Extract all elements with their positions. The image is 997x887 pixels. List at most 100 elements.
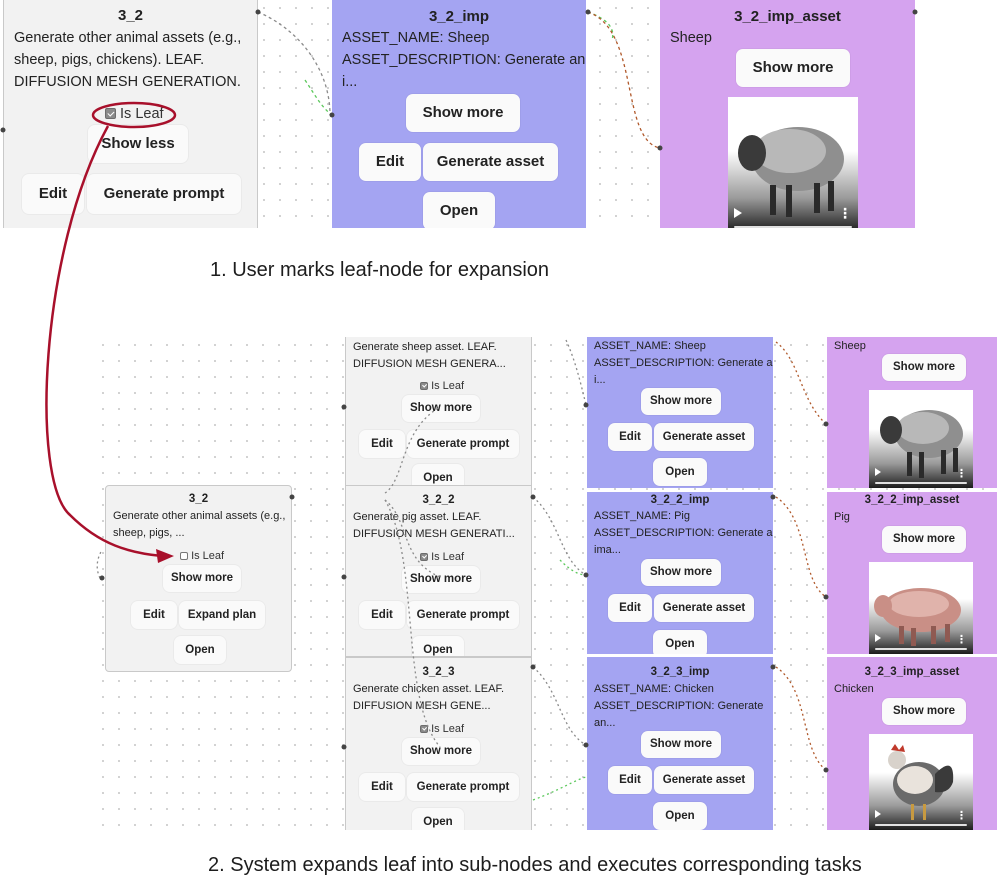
edit-button[interactable]: Edit <box>22 174 84 214</box>
edit-button[interactable]: Edit <box>359 773 405 801</box>
is-leaf-checkbox[interactable]: Is Leaf <box>420 380 464 392</box>
is-leaf-label: Is Leaf <box>431 380 465 392</box>
node-description-line: ASSET_DESCRIPTION: Generate an <box>342 52 586 68</box>
edit-button[interactable]: Edit <box>608 594 652 622</box>
open-button[interactable]: Open <box>423 192 495 228</box>
edit-button[interactable]: Edit <box>359 430 405 458</box>
asset-name: Pig <box>834 511 850 523</box>
sheep-render <box>880 410 963 478</box>
node-3-2-imp[interactable]: 3_2_imp ASSET_NAME: Sheep ASSET_DESCRIPT… <box>332 0 586 228</box>
video-progress-bar[interactable] <box>734 226 852 228</box>
open-button[interactable]: Open <box>412 636 464 656</box>
asset-video-player[interactable]: ⋮ <box>869 562 973 654</box>
generate-prompt-button[interactable]: Generate prompt <box>407 773 519 801</box>
node-3-2-1-imp[interactable]: ASSET_NAME: Sheep ASSET_DESCRIPTION: Gen… <box>587 337 773 488</box>
edit-button[interactable]: Edit <box>131 601 177 629</box>
video-progress-bar[interactable] <box>875 482 967 484</box>
show-more-button[interactable]: Show more <box>882 526 966 553</box>
checkbox-icon <box>180 552 188 560</box>
node-title: 3_2_3_imp_asset <box>864 666 960 678</box>
generate-prompt-button[interactable]: Generate prompt <box>87 174 241 214</box>
play-icon[interactable] <box>734 208 742 218</box>
top-canvas: 3_2 Generate other animal assets (e.g., … <box>0 0 918 228</box>
is-leaf-label: Is Leaf <box>191 550 225 562</box>
is-leaf-label: Is Leaf <box>120 106 164 122</box>
open-button[interactable]: Open <box>653 630 707 654</box>
node-description-line: an... <box>594 717 616 729</box>
open-button[interactable]: Open <box>174 636 226 664</box>
is-leaf-checkbox[interactable]: Is Leaf <box>105 106 164 122</box>
asset-name: Sheep <box>834 340 866 352</box>
node-3-2-3[interactable]: 3_2_3 Generate chicken asset. LEAF. DIFF… <box>345 657 532 830</box>
more-vert-icon[interactable]: ⋮ <box>956 634 967 646</box>
more-vert-icon[interactable]: ⋮ <box>956 468 967 480</box>
generate-asset-button[interactable]: Generate asset <box>654 766 754 794</box>
show-more-button[interactable]: Show more <box>402 395 480 422</box>
generate-asset-button[interactable]: Generate asset <box>654 423 754 451</box>
node-3-2[interactable]: 3_2 Generate other animal assets (e.g., … <box>3 0 258 228</box>
node-3-2-2-imp-asset[interactable]: 3_2_2_imp_asset Pig Show more ⋮ <box>827 492 997 654</box>
show-more-button[interactable]: Show more <box>641 559 721 586</box>
show-less-button[interactable]: Show less <box>88 125 188 163</box>
node-description-line: ASSET_DESCRIPTION: Generate an <box>594 527 773 539</box>
node-description-line: ima... <box>594 544 621 556</box>
show-more-button[interactable]: Show more <box>641 731 721 758</box>
caption-step-2: 2. System expands leaf into sub-nodes an… <box>208 854 862 876</box>
is-leaf-checkbox[interactable]: Is Leaf <box>420 723 464 735</box>
open-button[interactable]: Open <box>412 808 464 830</box>
is-leaf-checkbox[interactable]: Is Leaf <box>420 551 464 563</box>
generate-prompt-button[interactable]: Generate prompt <box>407 430 519 458</box>
edit-button[interactable]: Edit <box>359 143 421 181</box>
checkbox-icon <box>420 553 428 561</box>
node-description-line: sheep, pigs, ... <box>113 527 185 539</box>
node-3-2-2[interactable]: 3_2_2 Generate pig asset. LEAF. DIFFUSIO… <box>345 485 532 657</box>
show-more-button[interactable]: Show more <box>736 49 850 87</box>
open-button[interactable]: Open <box>653 458 707 486</box>
show-more-button[interactable]: Show more <box>402 566 480 593</box>
node-title: 3_2_3 <box>422 666 455 678</box>
node-description-line: Generate other animal assets (e.g., <box>14 30 242 46</box>
node-3-2[interactable]: 3_2 Generate other animal assets (e.g., … <box>105 485 292 672</box>
node-description-line: sheep, pigs, chickens). LEAF. <box>14 52 205 68</box>
asset-video-player[interactable]: ⋮ <box>869 390 973 488</box>
show-more-button[interactable]: Show more <box>641 388 721 415</box>
generate-prompt-button[interactable]: Generate prompt <box>407 601 519 629</box>
generate-asset-button[interactable]: Generate asset <box>654 594 754 622</box>
play-icon[interactable] <box>875 634 881 642</box>
open-button[interactable]: Open <box>653 802 707 830</box>
node-3-2-3-imp-asset[interactable]: 3_2_3_imp_asset Chicken Show more ⋮ <box>827 657 997 830</box>
video-progress-bar[interactable] <box>875 824 967 826</box>
checkbox-icon <box>105 108 116 119</box>
node-description-line: i... <box>342 74 358 90</box>
asset-video-player[interactable]: ⋮ <box>869 734 973 830</box>
show-more-button[interactable]: Show more <box>882 698 966 725</box>
node-3-2-1-imp-asset[interactable]: Sheep Show more ⋮ <box>827 337 997 488</box>
node-3-2-1[interactable]: Generate sheep asset. LEAF. DIFFUSION ME… <box>345 337 532 488</box>
expand-plan-button[interactable]: Expand plan <box>179 601 265 629</box>
asset-video-player[interactable]: ⋮ <box>728 97 858 228</box>
caption-step-1: 1. User marks leaf-node for expansion <box>210 259 550 281</box>
show-more-button[interactable]: Show more <box>402 738 480 765</box>
bottom-canvas: 3_2 Generate other animal assets (e.g., … <box>95 337 997 830</box>
node-title: 3_2_3_imp <box>650 666 710 678</box>
edit-button[interactable]: Edit <box>359 601 405 629</box>
node-3-2-3-imp[interactable]: 3_2_3_imp ASSET_NAME: Chicken ASSET_DESC… <box>587 657 773 830</box>
show-more-button[interactable]: Show more <box>406 94 520 132</box>
edit-button[interactable]: Edit <box>608 423 652 451</box>
play-icon[interactable] <box>875 468 881 476</box>
checkbox-icon <box>420 382 428 390</box>
more-vert-icon[interactable]: ⋮ <box>838 205 852 221</box>
video-progress-bar[interactable] <box>875 648 967 650</box>
node-title: 3_2_2_imp <box>650 494 710 506</box>
show-more-button[interactable]: Show more <box>163 565 241 592</box>
node-3-2-2-imp[interactable]: 3_2_2_imp ASSET_NAME: Pig ASSET_DESCRIPT… <box>587 492 773 654</box>
more-vert-icon[interactable]: ⋮ <box>956 810 967 822</box>
node-description-line: DIFFUSION MESH GENERATI... <box>353 528 515 540</box>
checkbox-icon <box>420 725 428 733</box>
is-leaf-checkbox[interactable]: Is Leaf <box>180 550 224 562</box>
node-3-2-imp-asset[interactable]: 3_2_imp_asset Sheep Show more ⋮ <box>660 0 915 228</box>
edit-button[interactable]: Edit <box>608 766 652 794</box>
show-more-button[interactable]: Show more <box>882 354 966 381</box>
generate-asset-button[interactable]: Generate asset <box>423 143 558 181</box>
play-icon[interactable] <box>875 810 881 818</box>
